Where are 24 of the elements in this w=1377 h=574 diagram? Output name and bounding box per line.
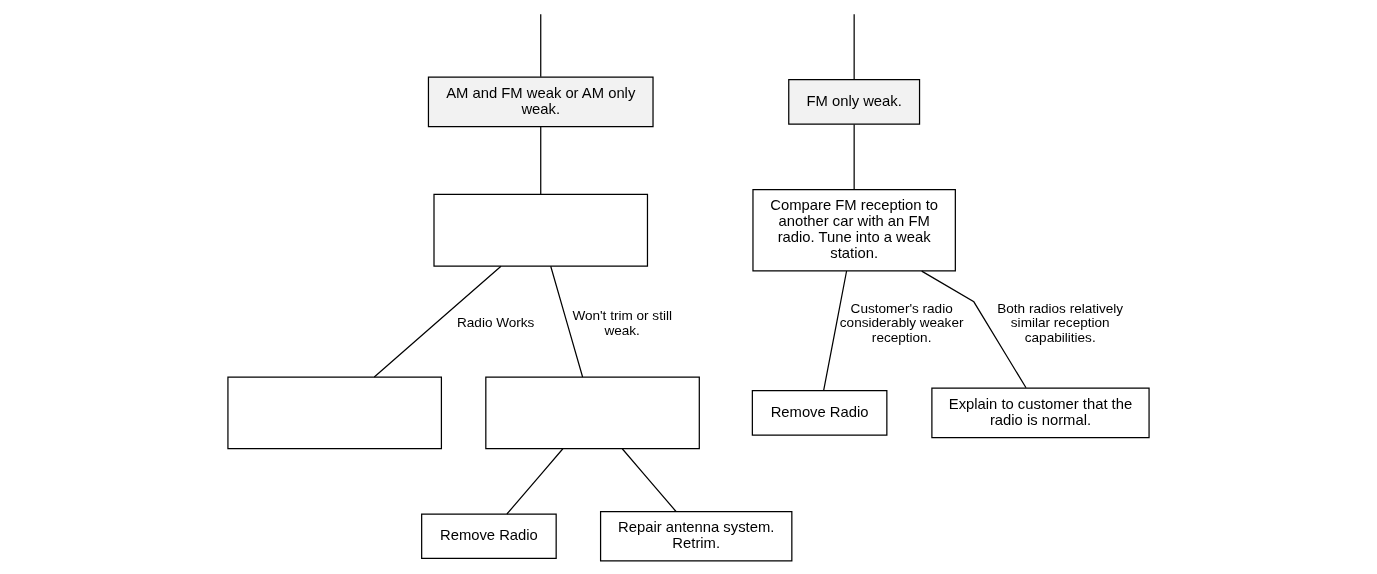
connector [540, 13, 542, 78]
connector [506, 448, 564, 515]
node-box: FM only weak. [788, 79, 921, 125]
edge-label: Radio Works [457, 315, 535, 331]
node-box: Repair antenna system. Retrim. [599, 510, 793, 562]
node-box: Explain to customer that the radio is normal. [931, 387, 1150, 439]
connector [853, 13, 855, 81]
edge-label: Both radios relatively similar reception capabilities. [997, 300, 1124, 346]
node-box: Remove Radio [421, 513, 557, 560]
connector [540, 126, 542, 195]
node-box: Remove Radio [751, 390, 888, 436]
connector [550, 265, 584, 378]
edge-label: Won't trim or still weak. [572, 308, 672, 338]
edge-label: Customer's radio considerably weaker reception. [839, 300, 964, 346]
node-box [433, 193, 649, 267]
node-box [227, 376, 443, 450]
node-box [485, 376, 700, 450]
connector [823, 270, 848, 391]
node-box: AM and FM weak or AM only weak. [427, 76, 654, 128]
connector [621, 448, 677, 513]
connector [921, 270, 1027, 389]
connector [373, 265, 502, 378]
node-box: Compare FM reception to another car with an FM radio. Tune into a weak station. [752, 188, 956, 272]
connector [853, 123, 855, 190]
